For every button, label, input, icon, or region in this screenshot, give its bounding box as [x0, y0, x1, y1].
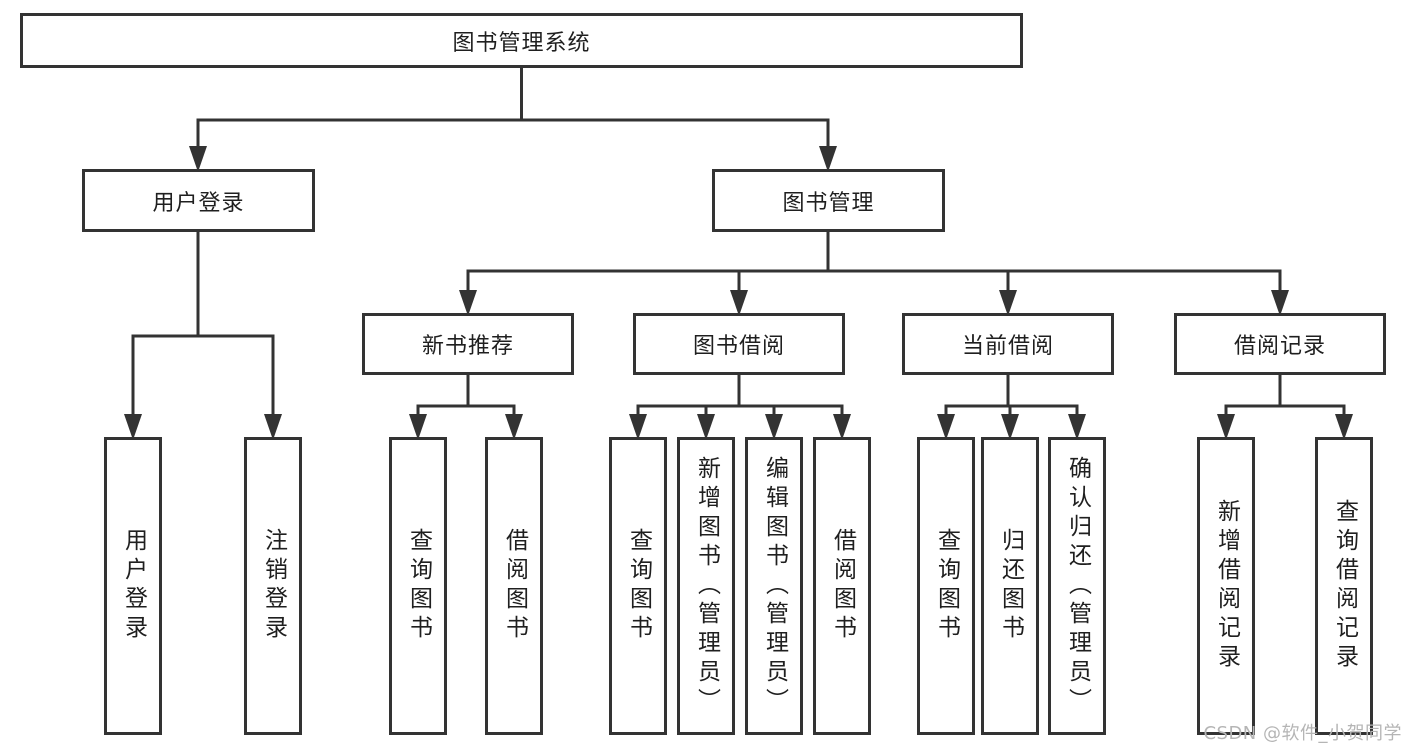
leaf-borrow-books-borrowing: 借阅图书 — [813, 437, 871, 735]
node-new-book-recommendation-label: 新书推荐 — [421, 334, 514, 359]
leaf-borrow-books-borrowing-label: 借阅图书 — [829, 528, 856, 644]
node-new-book-recommendation: 新书推荐 — [362, 313, 574, 375]
leaf-query-borrow-record-label: 查询借阅记录 — [1331, 499, 1358, 673]
leaf-user-login-label: 用户登录 — [120, 528, 147, 644]
node-user-login: 用户登录 — [82, 169, 315, 232]
node-current-borrowing-label: 当前借阅 — [961, 334, 1054, 359]
leaf-query-books-current-label: 查询图书 — [933, 528, 960, 644]
leaf-borrow-books-recommend-label: 借阅图书 — [501, 528, 528, 644]
node-book-borrowing: 图书借阅 — [633, 313, 845, 375]
node-borrowing-records: 借阅记录 — [1174, 313, 1386, 375]
leaf-confirm-return-admin-label: 确认归还（管理员） — [1064, 455, 1091, 717]
leaf-edit-book-admin: 编辑图书（管理员） — [745, 437, 803, 735]
node-root: 图书管理系统 — [20, 13, 1023, 68]
node-book-borrowing-label: 图书借阅 — [692, 334, 785, 359]
leaf-logout-label: 注销登录 — [260, 528, 287, 644]
leaf-return-books: 归还图书 — [981, 437, 1039, 735]
csdn-watermark: CSDN @软件_小贺同学 — [1203, 723, 1402, 744]
leaf-query-books-recommend: 查询图书 — [389, 437, 447, 735]
arrowheads — [124, 146, 1353, 440]
node-book-management-label: 图书管理 — [782, 190, 875, 216]
leaf-add-book-admin-label: 新增图书（管理员） — [693, 455, 720, 717]
leaf-query-books-borrowing-label: 查询图书 — [625, 528, 652, 644]
leaf-borrow-books-recommend: 借阅图书 — [485, 437, 543, 735]
leaf-edit-book-admin-label: 编辑图书（管理员） — [761, 455, 788, 717]
leaf-add-borrow-record: 新增借阅记录 — [1197, 437, 1255, 735]
leaf-return-books-label: 归还图书 — [997, 528, 1024, 644]
node-root-label: 图书管理系统 — [452, 30, 591, 56]
leaf-query-borrow-record: 查询借阅记录 — [1315, 437, 1373, 735]
leaf-add-borrow-record-label: 新增借阅记录 — [1213, 499, 1240, 673]
leaf-user-login: 用户登录 — [104, 437, 162, 735]
leaf-add-book-admin: 新增图书（管理员） — [677, 437, 735, 735]
leaf-query-books-current: 查询图书 — [917, 437, 975, 735]
leaf-query-books-recommend-label: 查询图书 — [405, 528, 432, 644]
leaf-query-books-borrowing: 查询图书 — [609, 437, 667, 735]
node-user-login-label: 用户登录 — [152, 190, 245, 216]
node-current-borrowing: 当前借阅 — [902, 313, 1114, 375]
node-borrowing-records-label: 借阅记录 — [1233, 334, 1326, 359]
node-book-management: 图书管理 — [712, 169, 945, 232]
leaf-logout: 注销登录 — [244, 437, 302, 735]
leaf-confirm-return-admin: 确认归还（管理员） — [1048, 437, 1106, 735]
